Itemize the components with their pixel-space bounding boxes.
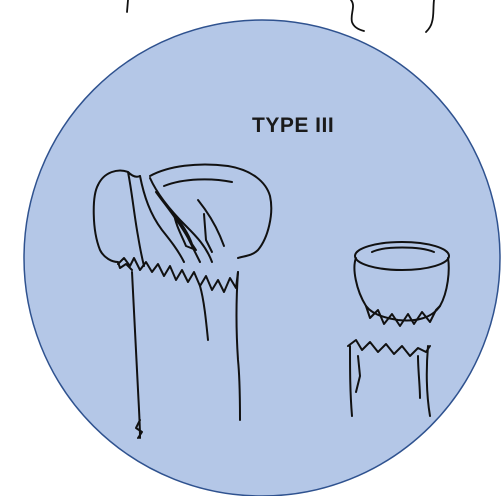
type-label: TYPE III bbox=[252, 114, 334, 138]
background-circle bbox=[24, 20, 500, 496]
